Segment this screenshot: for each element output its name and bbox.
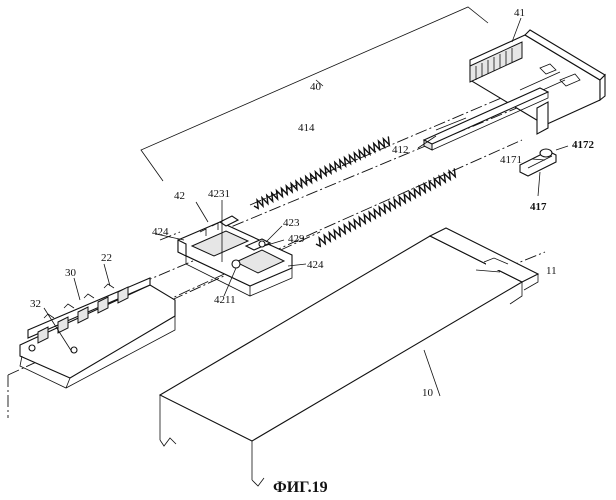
part-414-upper-spring — [254, 136, 389, 208]
label-417: 417 — [530, 201, 547, 213]
label-412: 412 — [392, 144, 409, 156]
part-42-slider — [178, 216, 292, 296]
label-4211: 4211 — [214, 294, 236, 306]
label-22: 22 — [101, 252, 112, 264]
label-41: 41 — [514, 7, 525, 19]
label-4172: 4172 — [572, 139, 595, 151]
part-412-guide-bar — [424, 88, 548, 150]
label-4231: 4231 — [208, 188, 230, 200]
figure-caption: ФИГ.19 — [273, 479, 328, 496]
label-424-lower: 424 — [307, 259, 324, 271]
label-423: 423 — [283, 217, 300, 229]
label-11: 11 — [546, 265, 557, 277]
label-32: 32 — [30, 298, 41, 310]
part-417-clip — [520, 149, 556, 176]
part-30-end-bracket — [20, 278, 175, 388]
label-429: 429 — [288, 233, 305, 245]
label-4171: 4171 — [500, 154, 522, 166]
label-10: 10 — [422, 387, 434, 399]
label-40: 40 — [310, 81, 322, 93]
label-414: 414 — [298, 122, 315, 134]
label-42: 42 — [174, 190, 185, 202]
label-424-upper: 424 — [152, 226, 169, 238]
label-30: 30 — [65, 267, 77, 279]
assembly-40-bracket — [141, 7, 488, 181]
